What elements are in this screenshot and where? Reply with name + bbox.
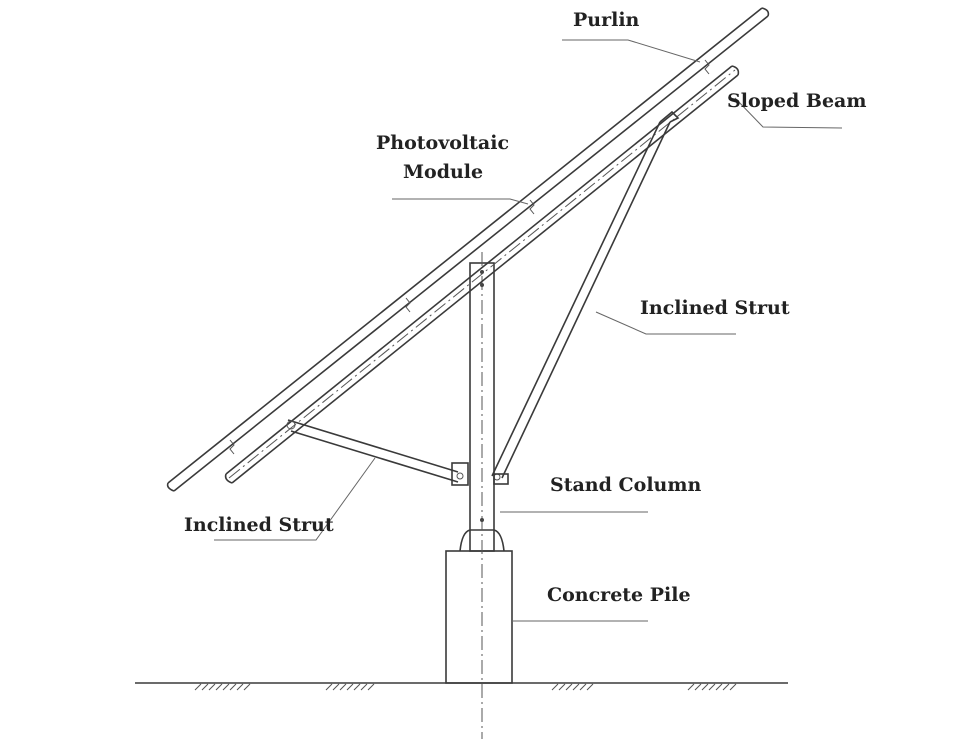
clamp-marks	[229, 59, 710, 455]
label-photovoltaic: Photovoltaic	[376, 132, 509, 154]
label-sloped-beam: Sloped Beam	[727, 90, 866, 112]
label-concrete-pile: Concrete Pile	[547, 584, 691, 606]
concrete-pile	[445, 550, 513, 684]
inclined-strut-left	[286, 419, 469, 486]
leader-lines	[214, 39, 843, 622]
label-inclined-strut-right: Inclined Strut	[640, 297, 790, 319]
purlin	[166, 7, 770, 492]
ground	[135, 682, 788, 691]
label-inclined-strut-left: Inclined Strut	[184, 514, 334, 536]
stand-column	[469, 252, 495, 739]
label-purlin: Purlin	[573, 9, 640, 31]
sloped-beam	[224, 65, 740, 484]
label-module: Module	[403, 161, 483, 183]
label-stand-column: Stand Column	[550, 474, 701, 496]
inclined-strut-right	[491, 110, 680, 485]
